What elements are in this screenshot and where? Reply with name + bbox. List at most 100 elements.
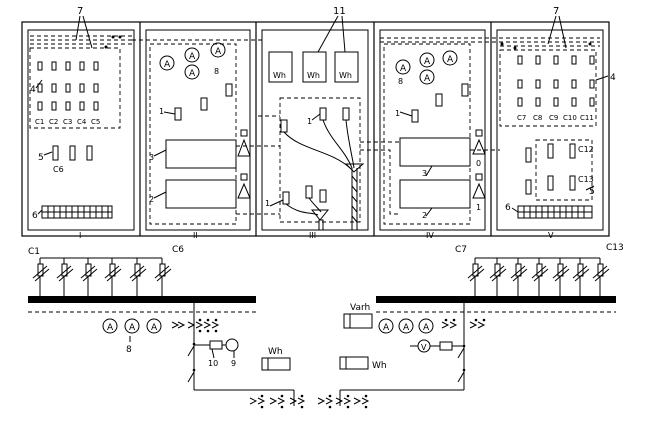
ammeter-icon: A [419, 52, 435, 68]
ammeter-icon: A [419, 69, 435, 85]
label-4-right: 4 [610, 73, 616, 83]
label-c10: C10 [563, 114, 577, 122]
svg-text:A: A [423, 323, 430, 333]
ammeter-icon: A [395, 59, 411, 75]
label-9: 9 [231, 359, 236, 368]
label-c12: C12 [578, 145, 594, 154]
label-11: 11 [333, 6, 346, 17]
label-c7: C7 [517, 114, 526, 122]
panel-4 [383, 43, 486, 225]
panel-label-3: III [309, 231, 316, 240]
svg-text:A: A [129, 323, 136, 333]
ammeter-icon: A [184, 47, 200, 63]
label-1-p3b: 1 [265, 199, 270, 208]
bottom-ct-chevrons [249, 394, 370, 409]
label-c9: C9 [549, 114, 558, 122]
ammeter-icon: A [146, 318, 162, 334]
meter-label-wh-bottom-left: Wh [268, 347, 283, 357]
voltmeter-icon: V [417, 339, 431, 353]
label-2-p4: 2 [422, 211, 427, 220]
panel-2 [149, 43, 251, 225]
label-c2: C2 [49, 118, 58, 126]
panel-label-5: V [548, 231, 554, 240]
bus-label-c6: C6 [172, 245, 184, 255]
bus-label-c1: C1 [28, 247, 40, 257]
capacitor-switch-row-1 [37, 61, 99, 111]
svg-text:A: A [151, 323, 158, 333]
left-feeders [32, 257, 172, 296]
svg-text:A: A [164, 60, 171, 70]
capacitor-switch-row-2 [517, 55, 595, 107]
ammeter-icon: A [102, 318, 118, 334]
meter-label-wh-3: Wh [339, 71, 352, 80]
panel-3 [268, 15, 365, 231]
right-incomer: A A A V [339, 303, 486, 406]
label-1-p4: 1 [395, 109, 400, 118]
panel-5 [499, 49, 609, 219]
ammeter-icon: A [184, 64, 200, 80]
terminal-block-1-ticks [42, 206, 112, 218]
label-7-left: 7 [77, 6, 83, 17]
svg-text:A: A [400, 64, 407, 74]
panel-label-2: II [193, 231, 198, 240]
ammeter-icon: A [418, 318, 434, 334]
meter-label-wh-2: Wh [307, 71, 320, 80]
label-4-left: 4 [30, 85, 36, 95]
label-6-left: 6 [32, 211, 38, 221]
label-c5: C5 [91, 118, 100, 126]
label-1-p2: 1 [159, 107, 164, 116]
label-8-right: 8 [398, 77, 403, 86]
panel-label-1: I [79, 231, 81, 240]
bus-label-c13: C13 [606, 243, 624, 253]
svg-text:A: A [215, 47, 222, 57]
label-1-horn: 1 [476, 203, 481, 212]
meter-label-wh-bottom-right: Wh [372, 361, 387, 371]
label-c1: C1 [35, 118, 44, 126]
label-8-left: 8 [214, 67, 219, 76]
label-c6: C6 [53, 165, 64, 174]
label-8-bottom: 8 [126, 345, 132, 355]
ct-chevrons-left [171, 318, 220, 333]
label-7-right: 7 [553, 6, 559, 17]
label-3-p2: 3 [149, 153, 154, 162]
meter-label-varh: Varh [350, 303, 370, 313]
svg-text:A: A [424, 57, 431, 67]
ammeter-icon: A [442, 50, 458, 66]
labels: 7 7 11 4 4 C1 C2 C3 C4 C5 C6 5 6 8 8 1 3… [28, 6, 624, 371]
ammeter-icon: A [210, 42, 226, 58]
label-3-p4: 3 [422, 169, 427, 178]
label-10: 10 [208, 359, 218, 368]
ammeter-icon: A [378, 318, 394, 334]
label-5-right: 5 [589, 187, 595, 197]
label-1-p3a: 1 [307, 117, 312, 126]
label-c4: C4 [77, 118, 87, 126]
svg-text:A: A [189, 69, 196, 79]
panel-1 [29, 47, 121, 219]
left-incomer: A A A [102, 303, 295, 406]
svg-text:A: A [189, 52, 196, 62]
svg-text:A: A [403, 323, 410, 333]
svg-text:V: V [421, 343, 427, 352]
meter-label-wh-1: Wh [273, 71, 286, 80]
svg-text:A: A [383, 323, 390, 333]
panel-label-4: IV [426, 231, 434, 240]
label-c8: C8 [533, 114, 542, 122]
label-c13: C13 [578, 175, 594, 184]
svg-text:A: A [107, 323, 114, 333]
ammeter-icon: A [124, 318, 140, 334]
ammeters-top: A A A A A A A A [159, 42, 458, 85]
svg-text:A: A [424, 74, 431, 84]
ammeter-icon: A [159, 55, 175, 71]
top-busbars [30, 15, 600, 50]
terminal-block-2-ticks [518, 206, 592, 218]
ct-chevrons-right [441, 318, 486, 329]
label-c3: C3 [63, 118, 72, 126]
right-feeders [467, 257, 610, 296]
panel-frames [21, 21, 610, 237]
interconnect-dashed [236, 115, 500, 215]
single-line-diagram: A A A [28, 257, 616, 409]
label-2-p2: 2 [149, 195, 154, 204]
label-c11: C11 [580, 114, 594, 122]
